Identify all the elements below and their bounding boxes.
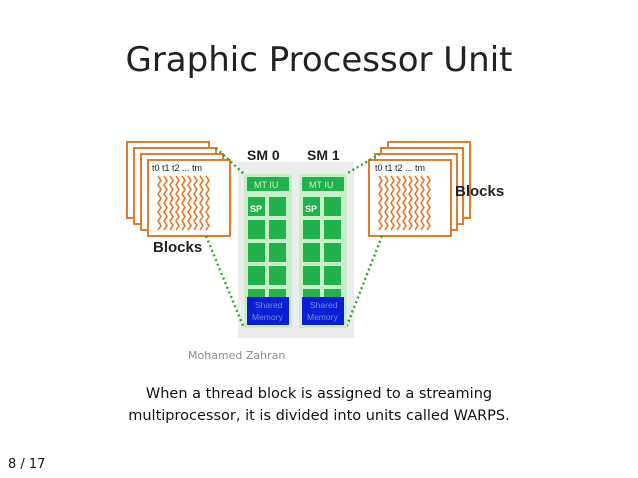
thread-wave <box>378 175 383 231</box>
sp-core <box>269 220 286 239</box>
sp-core <box>324 243 341 262</box>
left-connector-bottom <box>204 235 246 329</box>
thread-wave <box>396 175 401 231</box>
right-connector-top <box>345 152 381 176</box>
sm0-label: SM 0 <box>247 147 280 163</box>
thread-wave <box>199 175 204 231</box>
sm1: MT IU SP Shared Memory <box>299 174 347 328</box>
sp-core <box>248 243 265 262</box>
sp-core <box>303 266 320 285</box>
sm1-shared-memory <box>302 297 344 325</box>
thread-wave <box>420 175 425 231</box>
thread-wave <box>157 175 162 231</box>
thread-wave <box>187 175 192 231</box>
right-blocks-stack: t0 t1 t2 ... tm <box>368 141 471 237</box>
sm0-mt-iu-label: MT IU <box>254 180 278 190</box>
sp-core <box>324 220 341 239</box>
sm1-memory-label-2: Memory <box>307 312 338 322</box>
slide-title: Graphic Processor Unit <box>125 40 513 80</box>
left-blocks-label: Blocks <box>153 239 202 256</box>
sp-core <box>324 197 341 216</box>
left-thread-waves <box>157 175 210 231</box>
sm0-shared-memory <box>247 297 289 325</box>
caption-line-2: multiprocessor, it is divided into units… <box>128 408 510 424</box>
dotted-connectors <box>204 147 384 329</box>
sp-core <box>248 266 265 285</box>
sm1-mt-iu-label: MT IU <box>309 180 333 190</box>
sm0-mt-iu <box>247 177 289 191</box>
sp-core <box>303 220 320 239</box>
sm0: MT IU SP Shared Memory <box>244 174 292 328</box>
thread-wave <box>181 175 186 231</box>
author-watermark: Mohamed Zahran <box>188 349 286 362</box>
thread-wave <box>384 175 389 231</box>
thread-wave <box>175 175 180 231</box>
thread-wave <box>408 175 413 231</box>
right-thread-label: t0 t1 t2 ... tm <box>375 163 425 173</box>
sm1-memory-label-1: Shared <box>310 300 338 310</box>
sp-core <box>303 197 320 216</box>
thread-wave <box>414 175 419 231</box>
sm0-memory-label-2: Memory <box>252 312 283 322</box>
sm0-memory-label-1: Shared <box>255 300 283 310</box>
right-thread-waves <box>378 175 431 231</box>
sp-core <box>324 266 341 285</box>
thread-wave <box>426 175 431 231</box>
sm1-mt-iu <box>302 177 344 191</box>
thread-wave <box>193 175 198 231</box>
caption-line-1: When a thread block is assigned to a str… <box>145 386 493 402</box>
left-connector-top <box>215 147 245 175</box>
sp-core <box>269 197 286 216</box>
thread-wave <box>390 175 395 231</box>
thread-wave <box>169 175 174 231</box>
left-blocks-stack: t0 t1 t2 ... tm <box>126 141 231 237</box>
sp-core <box>248 197 265 216</box>
sm0-sp-label: SP <box>250 204 262 214</box>
left-thread-label: t0 t1 t2 ... tm <box>152 163 202 173</box>
thread-wave <box>163 175 168 231</box>
sm1-sp-label: SP <box>305 204 317 214</box>
right-connector-bottom <box>344 235 384 329</box>
page-number: 8 / 17 <box>8 457 46 472</box>
thread-wave <box>402 175 407 231</box>
sp-core <box>303 243 320 262</box>
sp-core <box>269 266 286 285</box>
thread-wave <box>205 175 210 231</box>
sm1-label: SM 1 <box>307 147 340 163</box>
right-blocks-label: Blocks <box>455 183 504 200</box>
sp-core <box>269 243 286 262</box>
sp-core <box>248 220 265 239</box>
